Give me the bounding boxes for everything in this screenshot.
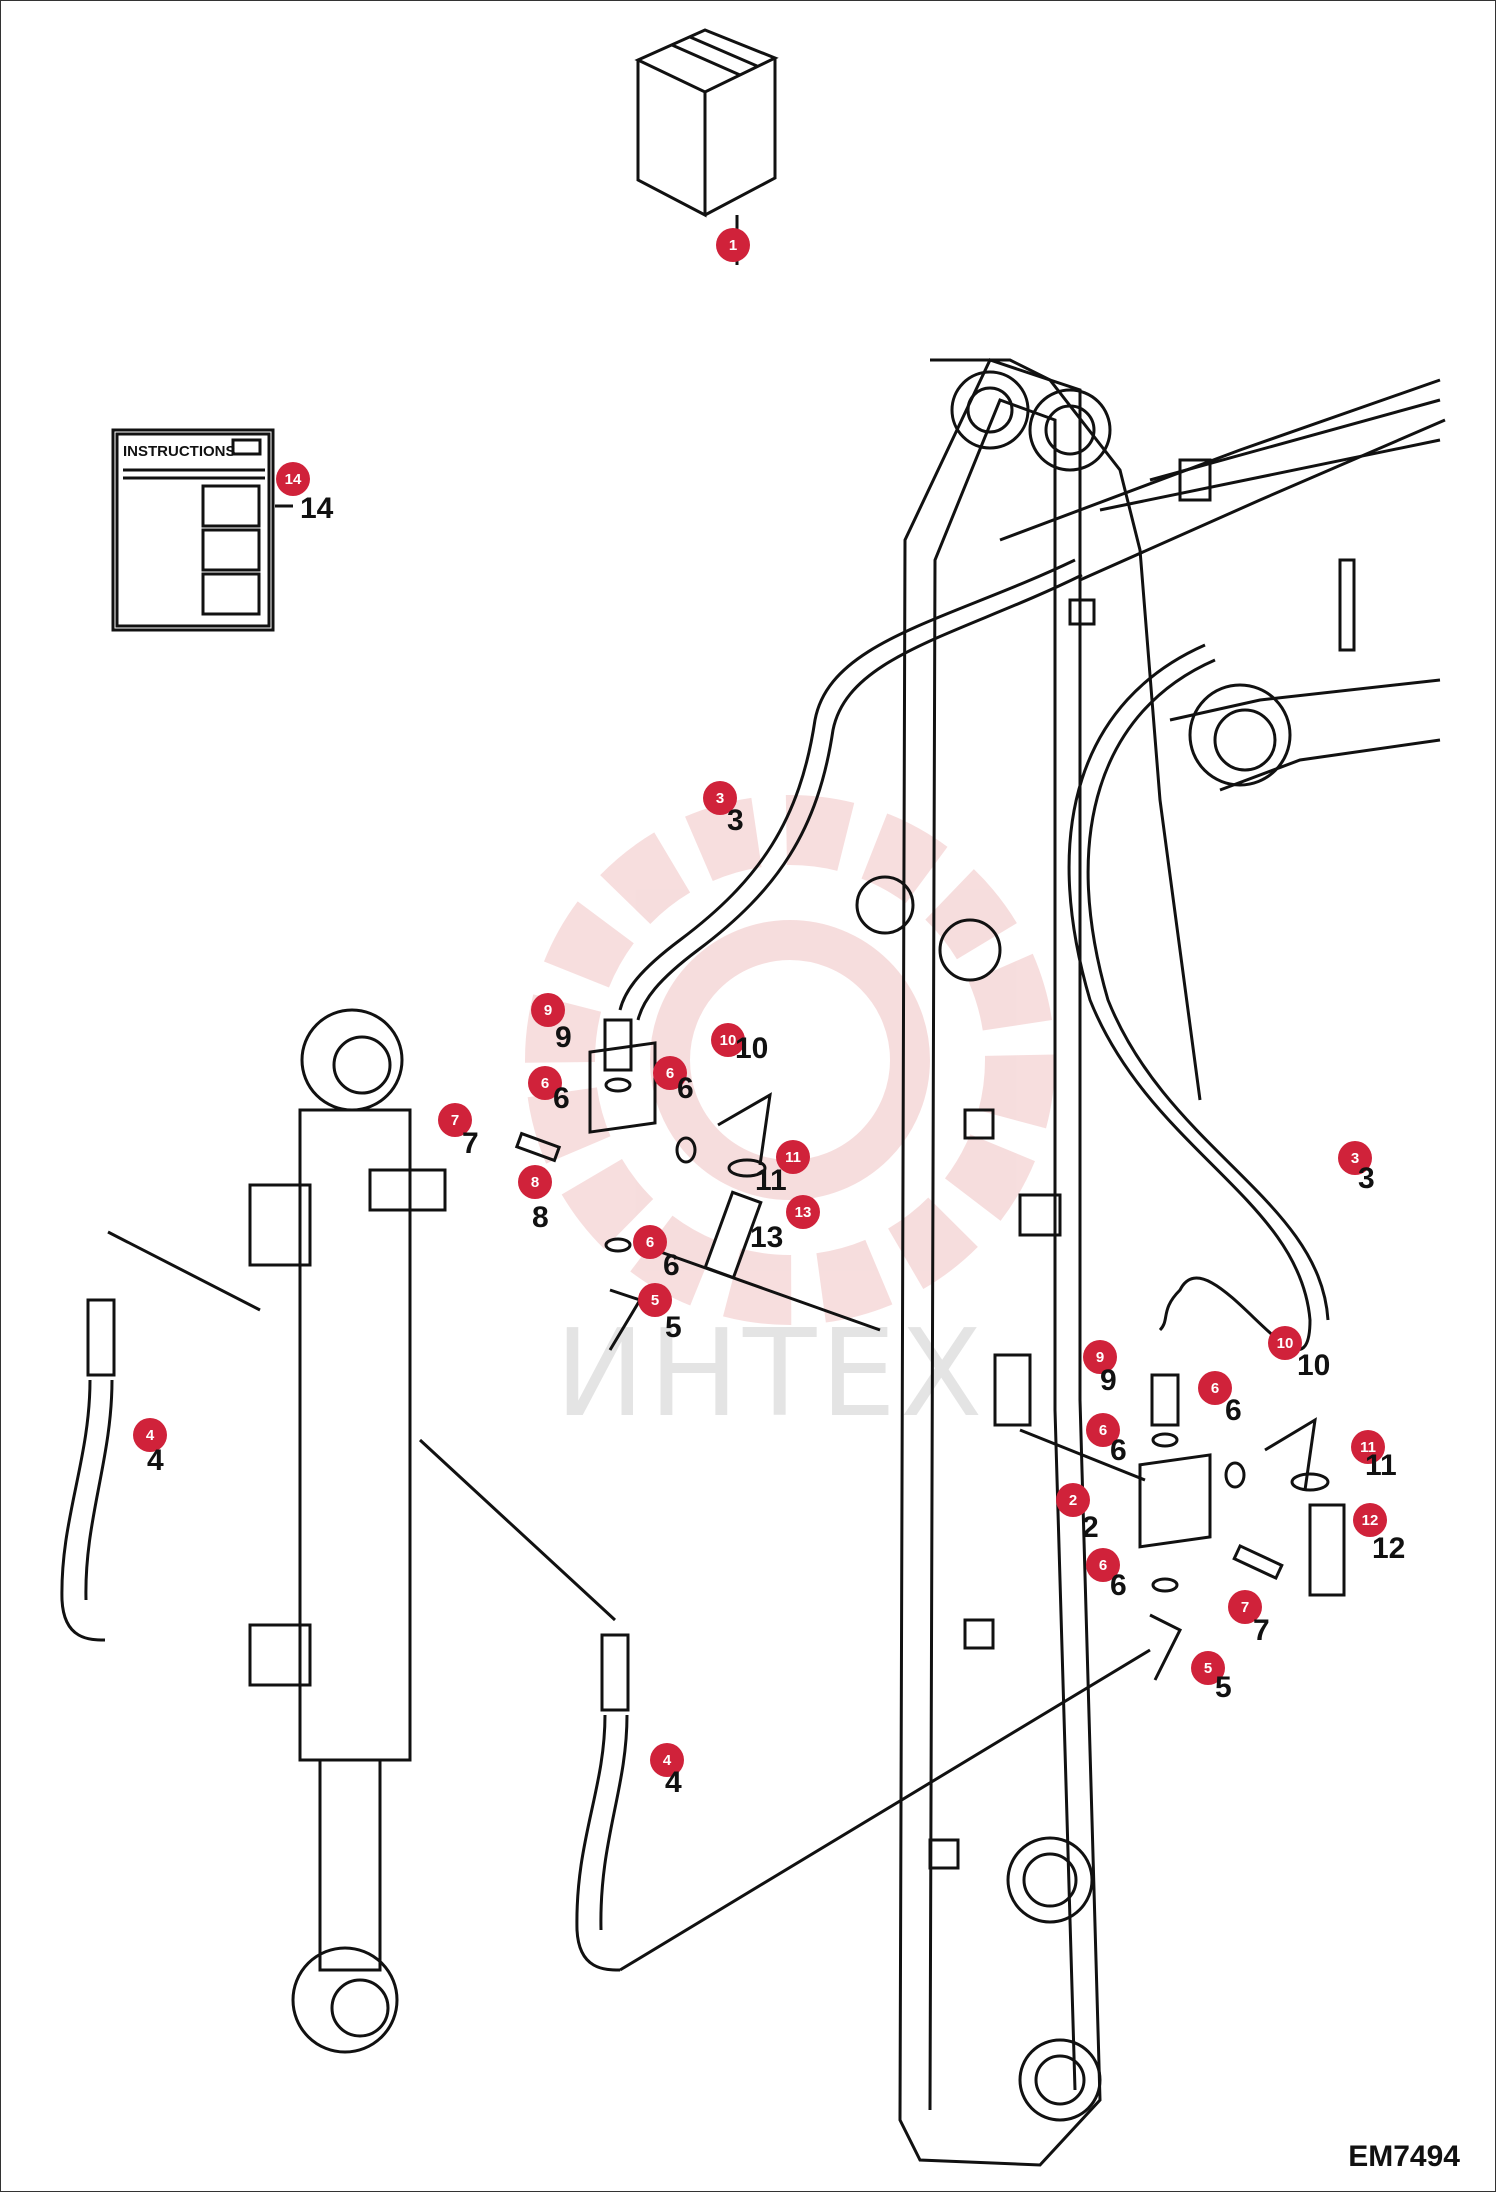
svg-text:11: 11 <box>1365 1449 1397 1482</box>
svg-text:14: 14 <box>285 471 302 488</box>
svg-text:6: 6 <box>1099 1557 1107 1574</box>
svg-text:5: 5 <box>651 1292 659 1309</box>
callout-11-left[interactable]: 11 11 <box>755 1140 810 1197</box>
instructions-sheet <box>111 428 293 632</box>
callout-4-right[interactable]: 4 4 <box>650 1743 684 1799</box>
svg-text:12: 12 <box>1372 1532 1405 1565</box>
svg-text:7: 7 <box>1241 1599 1249 1616</box>
diagram-code: EM7494 <box>1348 2140 1460 2173</box>
svg-text:10: 10 <box>720 1032 737 1049</box>
boom-arm <box>855 358 1202 2167</box>
callout-3-left[interactable]: 3 3 <box>703 781 744 837</box>
callout-9-right[interactable]: 9 9 <box>1083 1340 1117 1397</box>
hose-3-right <box>1067 643 1330 1352</box>
svg-text:7: 7 <box>462 1127 479 1160</box>
svg-text:9: 9 <box>1096 1349 1104 1366</box>
callout-6-right-c[interactable]: 6 6 <box>1086 1548 1127 1602</box>
kit-box <box>634 28 779 265</box>
callout-3-right[interactable]: 3 3 <box>1338 1141 1375 1195</box>
svg-text:6: 6 <box>663 1249 680 1282</box>
svg-text:6: 6 <box>677 1072 694 1105</box>
svg-text:6: 6 <box>541 1075 549 1092</box>
svg-text:4: 4 <box>147 1444 164 1477</box>
svg-text:3: 3 <box>716 790 724 807</box>
callout-14[interactable]: 14 14 <box>276 462 334 525</box>
watermark-text: ИНТЕХ <box>555 1305 986 1444</box>
callout-5-left[interactable]: 5 5 <box>638 1283 682 1344</box>
svg-text:10: 10 <box>1297 1349 1330 1382</box>
svg-text:14: 14 <box>300 492 334 525</box>
callout-6-left-a[interactable]: 6 6 <box>528 1066 570 1115</box>
svg-text:6: 6 <box>1110 1569 1127 1602</box>
svg-text:5: 5 <box>665 1311 682 1344</box>
callout-6-left-c[interactable]: 6 6 <box>633 1225 680 1282</box>
callout-5-right[interactable]: 5 5 <box>1191 1651 1232 1704</box>
svg-text:10: 10 <box>1277 1335 1294 1352</box>
svg-text:4: 4 <box>146 1427 155 1444</box>
hose-4-right <box>418 1438 1151 1972</box>
svg-text:13: 13 <box>795 1204 812 1221</box>
hydraulic-cylinder <box>248 1008 447 2054</box>
svg-text:11: 11 <box>755 1164 787 1197</box>
svg-text:8: 8 <box>531 1174 539 1191</box>
svg-text:1: 1 <box>729 237 737 254</box>
callout-1[interactable]: 1 <box>716 228 750 262</box>
svg-text:6: 6 <box>1099 1422 1107 1439</box>
valve-block-right <box>1019 1373 1346 1681</box>
callout-12[interactable]: 12 12 <box>1353 1503 1405 1565</box>
svg-text:9: 9 <box>1100 1364 1117 1397</box>
svg-text:5: 5 <box>1215 1671 1232 1704</box>
callout-9-left[interactable]: 9 9 <box>531 993 572 1054</box>
svg-text:5: 5 <box>1204 1660 1212 1677</box>
svg-text:6: 6 <box>666 1065 674 1082</box>
svg-text:2: 2 <box>1069 1492 1077 1509</box>
callout-6-left-b[interactable]: 6 6 <box>653 1056 694 1105</box>
hose-3-left <box>618 558 1083 1021</box>
svg-text:7: 7 <box>1253 1614 1270 1647</box>
svg-text:3: 3 <box>1351 1150 1359 1167</box>
svg-text:8: 8 <box>532 1201 549 1234</box>
svg-text:6: 6 <box>553 1082 570 1115</box>
svg-text:11: 11 <box>785 1149 801 1166</box>
instructions-label: INSTRUCTIONS <box>123 443 236 460</box>
svg-text:9: 9 <box>544 1002 552 1019</box>
svg-text:4: 4 <box>663 1752 672 1769</box>
svg-text:7: 7 <box>451 1112 459 1129</box>
callout-13[interactable]: 13 13 <box>750 1195 820 1254</box>
callout-6-right-a[interactable]: 6 6 <box>1198 1371 1242 1427</box>
svg-text:3: 3 <box>1358 1162 1375 1195</box>
svg-text:10: 10 <box>735 1032 768 1065</box>
callout-2[interactable]: 2 2 <box>1056 1483 1099 1544</box>
callout-7-right[interactable]: 7 7 <box>1228 1590 1270 1647</box>
svg-text:4: 4 <box>665 1766 682 1799</box>
svg-text:9: 9 <box>555 1021 572 1054</box>
svg-text:11: 11 <box>1360 1439 1376 1456</box>
hose-4-left <box>60 1230 261 1642</box>
svg-text:6: 6 <box>1211 1380 1219 1397</box>
svg-text:12: 12 <box>1362 1512 1379 1529</box>
svg-text:13: 13 <box>750 1221 783 1254</box>
callout-8[interactable]: 8 8 <box>518 1165 552 1234</box>
upper-boom <box>999 378 1446 792</box>
callout-10-right[interactable]: 10 10 <box>1268 1326 1330 1382</box>
svg-text:6: 6 <box>1110 1434 1127 1467</box>
svg-text:6: 6 <box>1225 1394 1242 1427</box>
svg-text:3: 3 <box>727 804 744 837</box>
callout-4-left[interactable]: 4 4 <box>133 1418 167 1477</box>
svg-text:2: 2 <box>1082 1511 1099 1544</box>
callout-6-right-b[interactable]: 6 6 <box>1086 1413 1127 1467</box>
callout-11-right[interactable]: 11 11 <box>1351 1430 1397 1482</box>
callout-10-left[interactable]: 10 10 <box>711 1023 768 1065</box>
svg-text:6: 6 <box>646 1234 654 1251</box>
callout-7-left[interactable]: 7 7 <box>438 1103 479 1160</box>
